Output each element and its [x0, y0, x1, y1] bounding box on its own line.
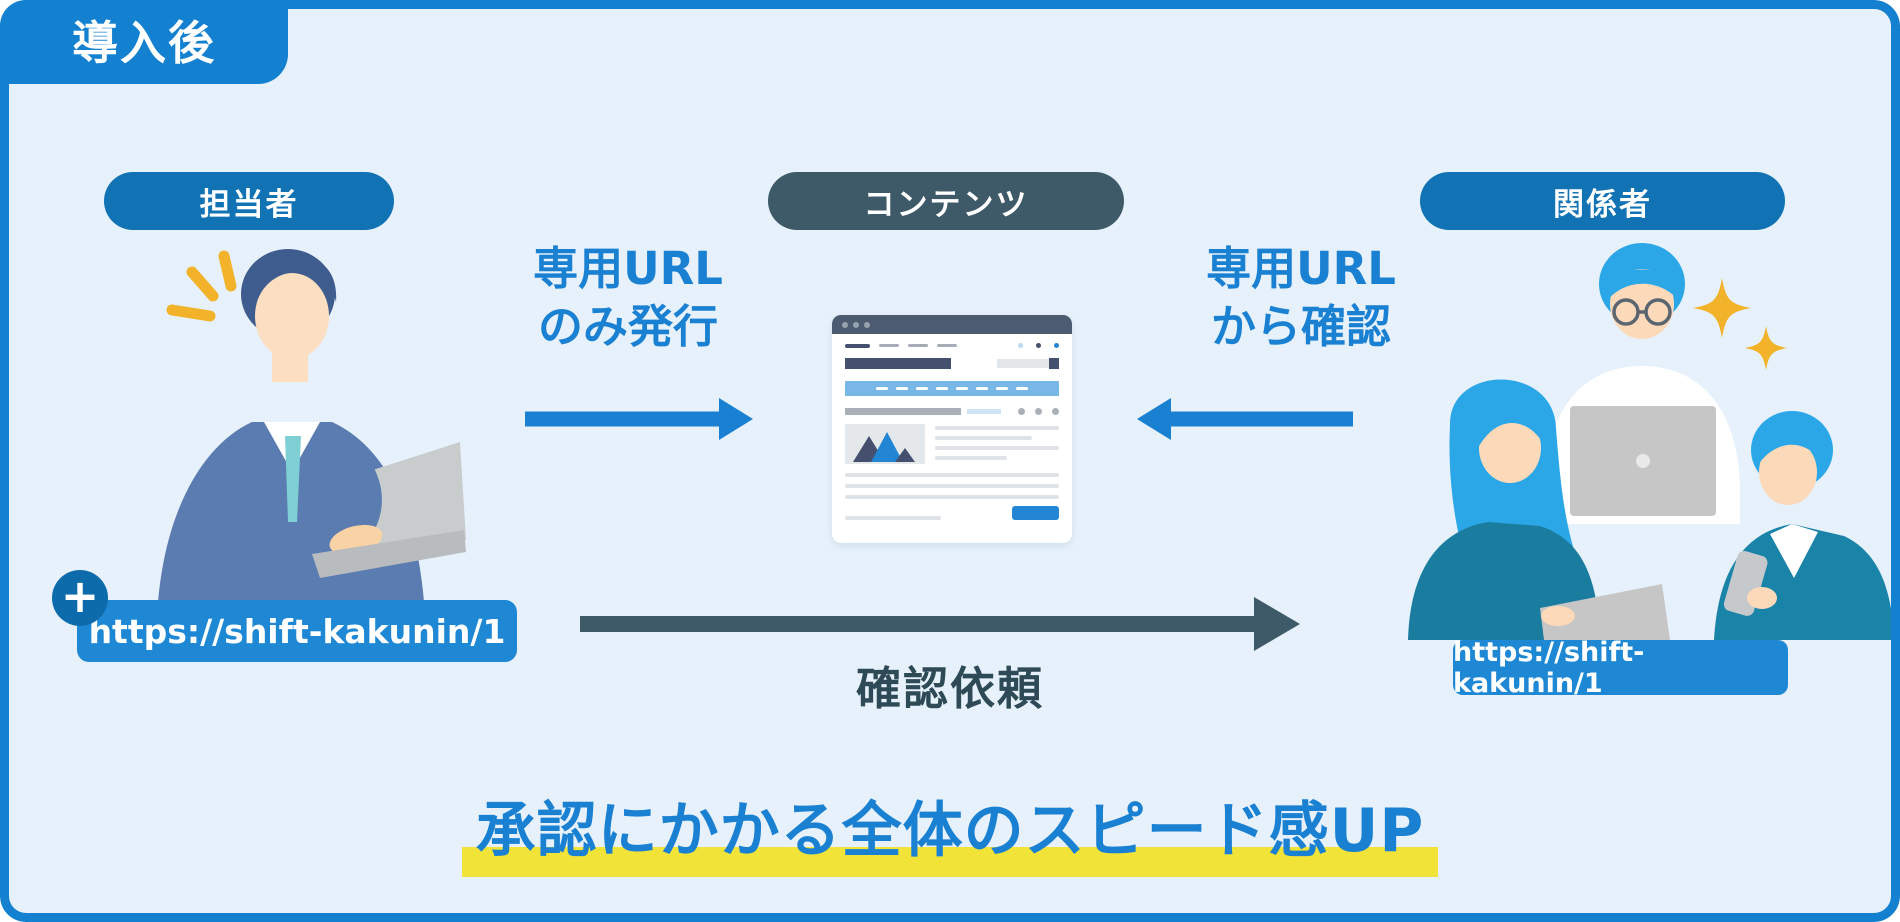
- headline-bar: [845, 358, 951, 369]
- issue-url-label: 専用URL のみ発行: [503, 240, 753, 355]
- confirm-url-label-line1: 専用URL: [1206, 242, 1396, 295]
- text-line: [845, 484, 1059, 488]
- stakeholders-group-illustration: [1408, 243, 1894, 640]
- menu-item: [876, 387, 888, 390]
- menu-band: [845, 381, 1059, 396]
- nav-tab: [879, 344, 899, 347]
- highlight-marker: [461, 847, 1439, 877]
- option-dot-icon: [1035, 408, 1042, 415]
- url-badge-right: https://shift-kakunin/1: [1453, 637, 1788, 699]
- group-member-middle: [1544, 243, 1740, 524]
- nav-tab-active: [845, 343, 870, 348]
- url-text-left: https://shift-kakunin/1: [88, 611, 506, 651]
- headline-text: 承認にかかる全体のスピード感UP: [475, 796, 1425, 866]
- browser-body: [832, 334, 1072, 520]
- browser-window-mockup: [832, 315, 1072, 543]
- laptop-icon: [1540, 584, 1670, 640]
- issue-url-label-line2: のみ発行: [537, 299, 718, 353]
- headline: 承認にかかる全体のスピード感UP: [461, 782, 1439, 877]
- laptop-screen: [354, 442, 466, 562]
- request-arrow-icon: [580, 597, 1300, 651]
- option-dot-icon: [1052, 408, 1059, 415]
- section-accent-bar: [967, 409, 1001, 414]
- search-input: [997, 359, 1049, 368]
- group-member-left: [1408, 379, 1670, 640]
- window-dot-icon: [864, 321, 870, 328]
- pill-contents: コンテンツ: [768, 172, 1124, 230]
- menu-item: [996, 387, 1008, 390]
- browser-header-row: [845, 358, 1059, 369]
- arrow-left-icon: [1137, 398, 1353, 440]
- pill-stakeholders-label: 関係者: [1553, 186, 1652, 223]
- text-line: [935, 436, 1032, 440]
- paragraph-lines: [845, 473, 1059, 499]
- search-box: [997, 358, 1059, 369]
- staff-person-illustration: [158, 249, 466, 602]
- sparkle-icon: [1693, 278, 1787, 370]
- cta-button: [1012, 506, 1059, 520]
- text-line: [935, 446, 1059, 450]
- nav-dot-icon: [1036, 343, 1041, 348]
- pill-person-in-charge: 担当者: [104, 172, 394, 230]
- nav-dot-icon: [1018, 343, 1023, 348]
- group-member-right: [1714, 411, 1894, 640]
- confirm-url-label-line2: から確認: [1210, 299, 1391, 353]
- menu-item: [976, 387, 988, 390]
- glasses-icon: [1612, 298, 1672, 326]
- menu-item: [1016, 387, 1028, 390]
- staff-person: [158, 249, 466, 602]
- pill-contents-label: コンテンツ: [863, 186, 1029, 223]
- text-lines: [935, 424, 1059, 460]
- text-line: [935, 426, 1059, 430]
- image-placeholder: [845, 424, 925, 464]
- issue-url-label-line1: 専用URL: [533, 242, 723, 295]
- headline-wrap: 承認にかかる全体のスピード感UP: [0, 782, 1900, 877]
- text-line: [845, 495, 1059, 499]
- text-line: [935, 456, 1007, 460]
- text-line: [845, 473, 1059, 477]
- menu-item: [936, 387, 948, 390]
- browser-content-row: [845, 424, 1059, 464]
- text-line: [845, 516, 942, 520]
- nav-tab: [937, 344, 957, 347]
- section-title-bar: [845, 408, 961, 415]
- browser-nav-row: [845, 343, 1059, 348]
- browser-bottom-row: [845, 506, 1059, 520]
- url-text-right: https://shift-kakunin/1: [1453, 636, 1645, 699]
- mountains-icon: [853, 432, 915, 462]
- nav-tab: [908, 344, 928, 347]
- pill-person-in-charge-label: 担当者: [199, 186, 299, 223]
- request-label: 確認依頼: [855, 662, 1044, 715]
- menu-item: [896, 387, 908, 390]
- browser-titlebar: [832, 315, 1072, 334]
- pill-stakeholders: 関係者: [1420, 172, 1785, 230]
- confirm-url-label: 専用URL から確認: [1176, 240, 1426, 355]
- laptop-base: [312, 530, 466, 578]
- menu-item: [956, 387, 968, 390]
- nav-dot-icon: [1054, 343, 1059, 348]
- arrow-right-icon: [525, 398, 753, 440]
- option-dot-icon: [1018, 408, 1025, 415]
- url-badge-left: https://shift-kakunin/1: [77, 600, 517, 662]
- search-button: [1049, 358, 1059, 369]
- title-badge: 導入後: [0, 0, 288, 84]
- title-badge-label: 導入後: [72, 16, 216, 70]
- plus-icon: +: [52, 569, 108, 626]
- browser-sub-row: [845, 408, 1059, 415]
- window-dot-icon: [842, 321, 848, 328]
- window-dot-icon: [853, 321, 859, 328]
- emphasis-lines-icon: [166, 250, 237, 322]
- menu-item: [916, 387, 928, 390]
